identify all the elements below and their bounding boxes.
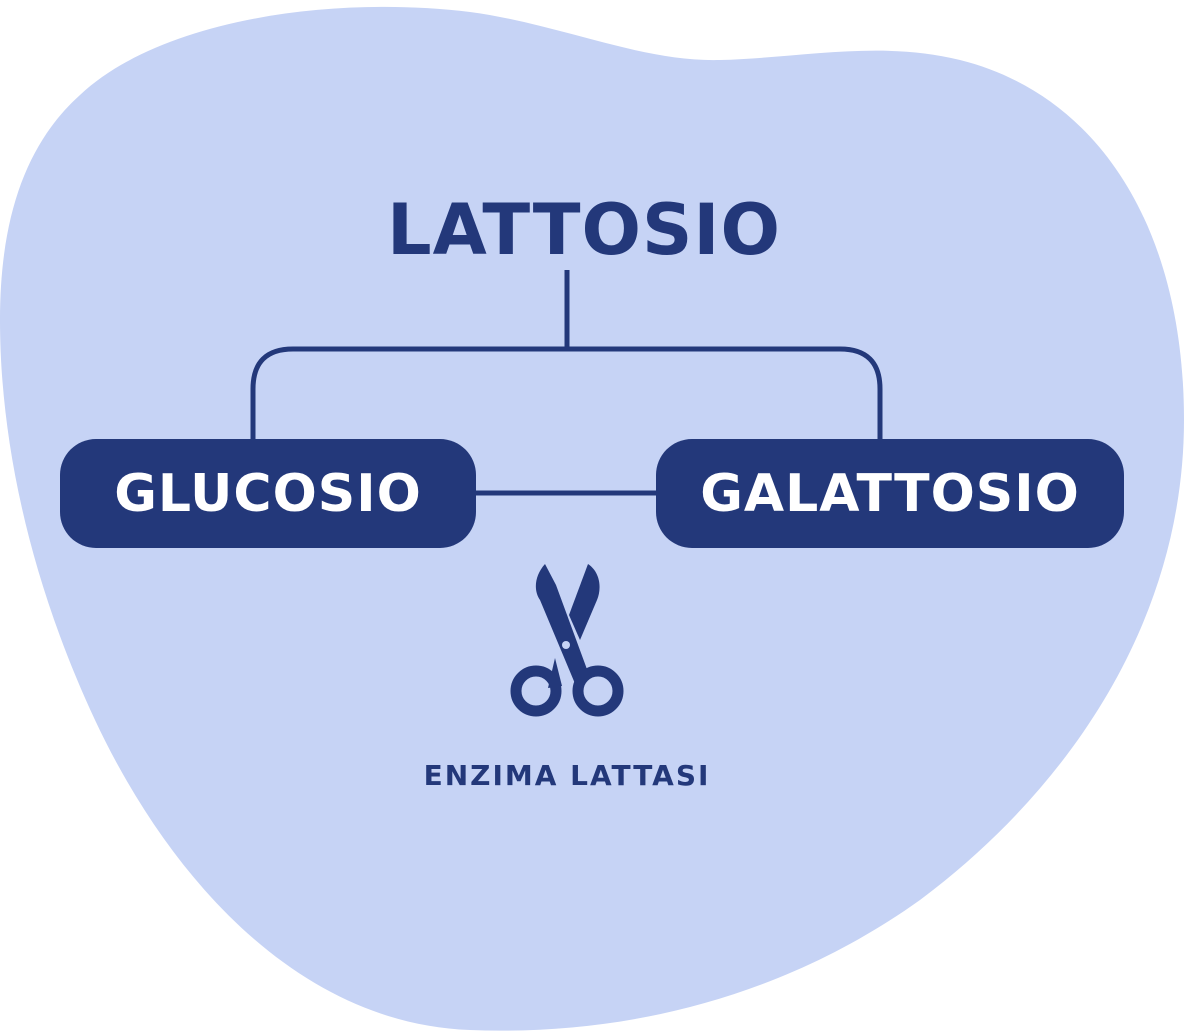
blob-shape xyxy=(0,6,1184,1031)
scissors-pivot xyxy=(562,641,570,649)
enzyme-caption: ENZIMA LATTASI xyxy=(423,759,711,792)
scissors-blade-right xyxy=(569,564,600,640)
scissors-blade-left xyxy=(535,564,588,686)
glucosio-label: GLUCOSIO xyxy=(114,463,422,524)
scissors-icon xyxy=(510,564,624,717)
galattosio-box: GALATTOSIO xyxy=(656,439,1124,548)
diagram-title: LATTOSIO xyxy=(387,189,781,271)
scissors-ring-left xyxy=(510,665,562,717)
scissors-ring-right xyxy=(572,665,624,717)
galattosio-label: GALATTOSIO xyxy=(700,463,1080,524)
glucosio-box: GLUCOSIO xyxy=(60,439,476,548)
tree-connector xyxy=(250,270,883,440)
